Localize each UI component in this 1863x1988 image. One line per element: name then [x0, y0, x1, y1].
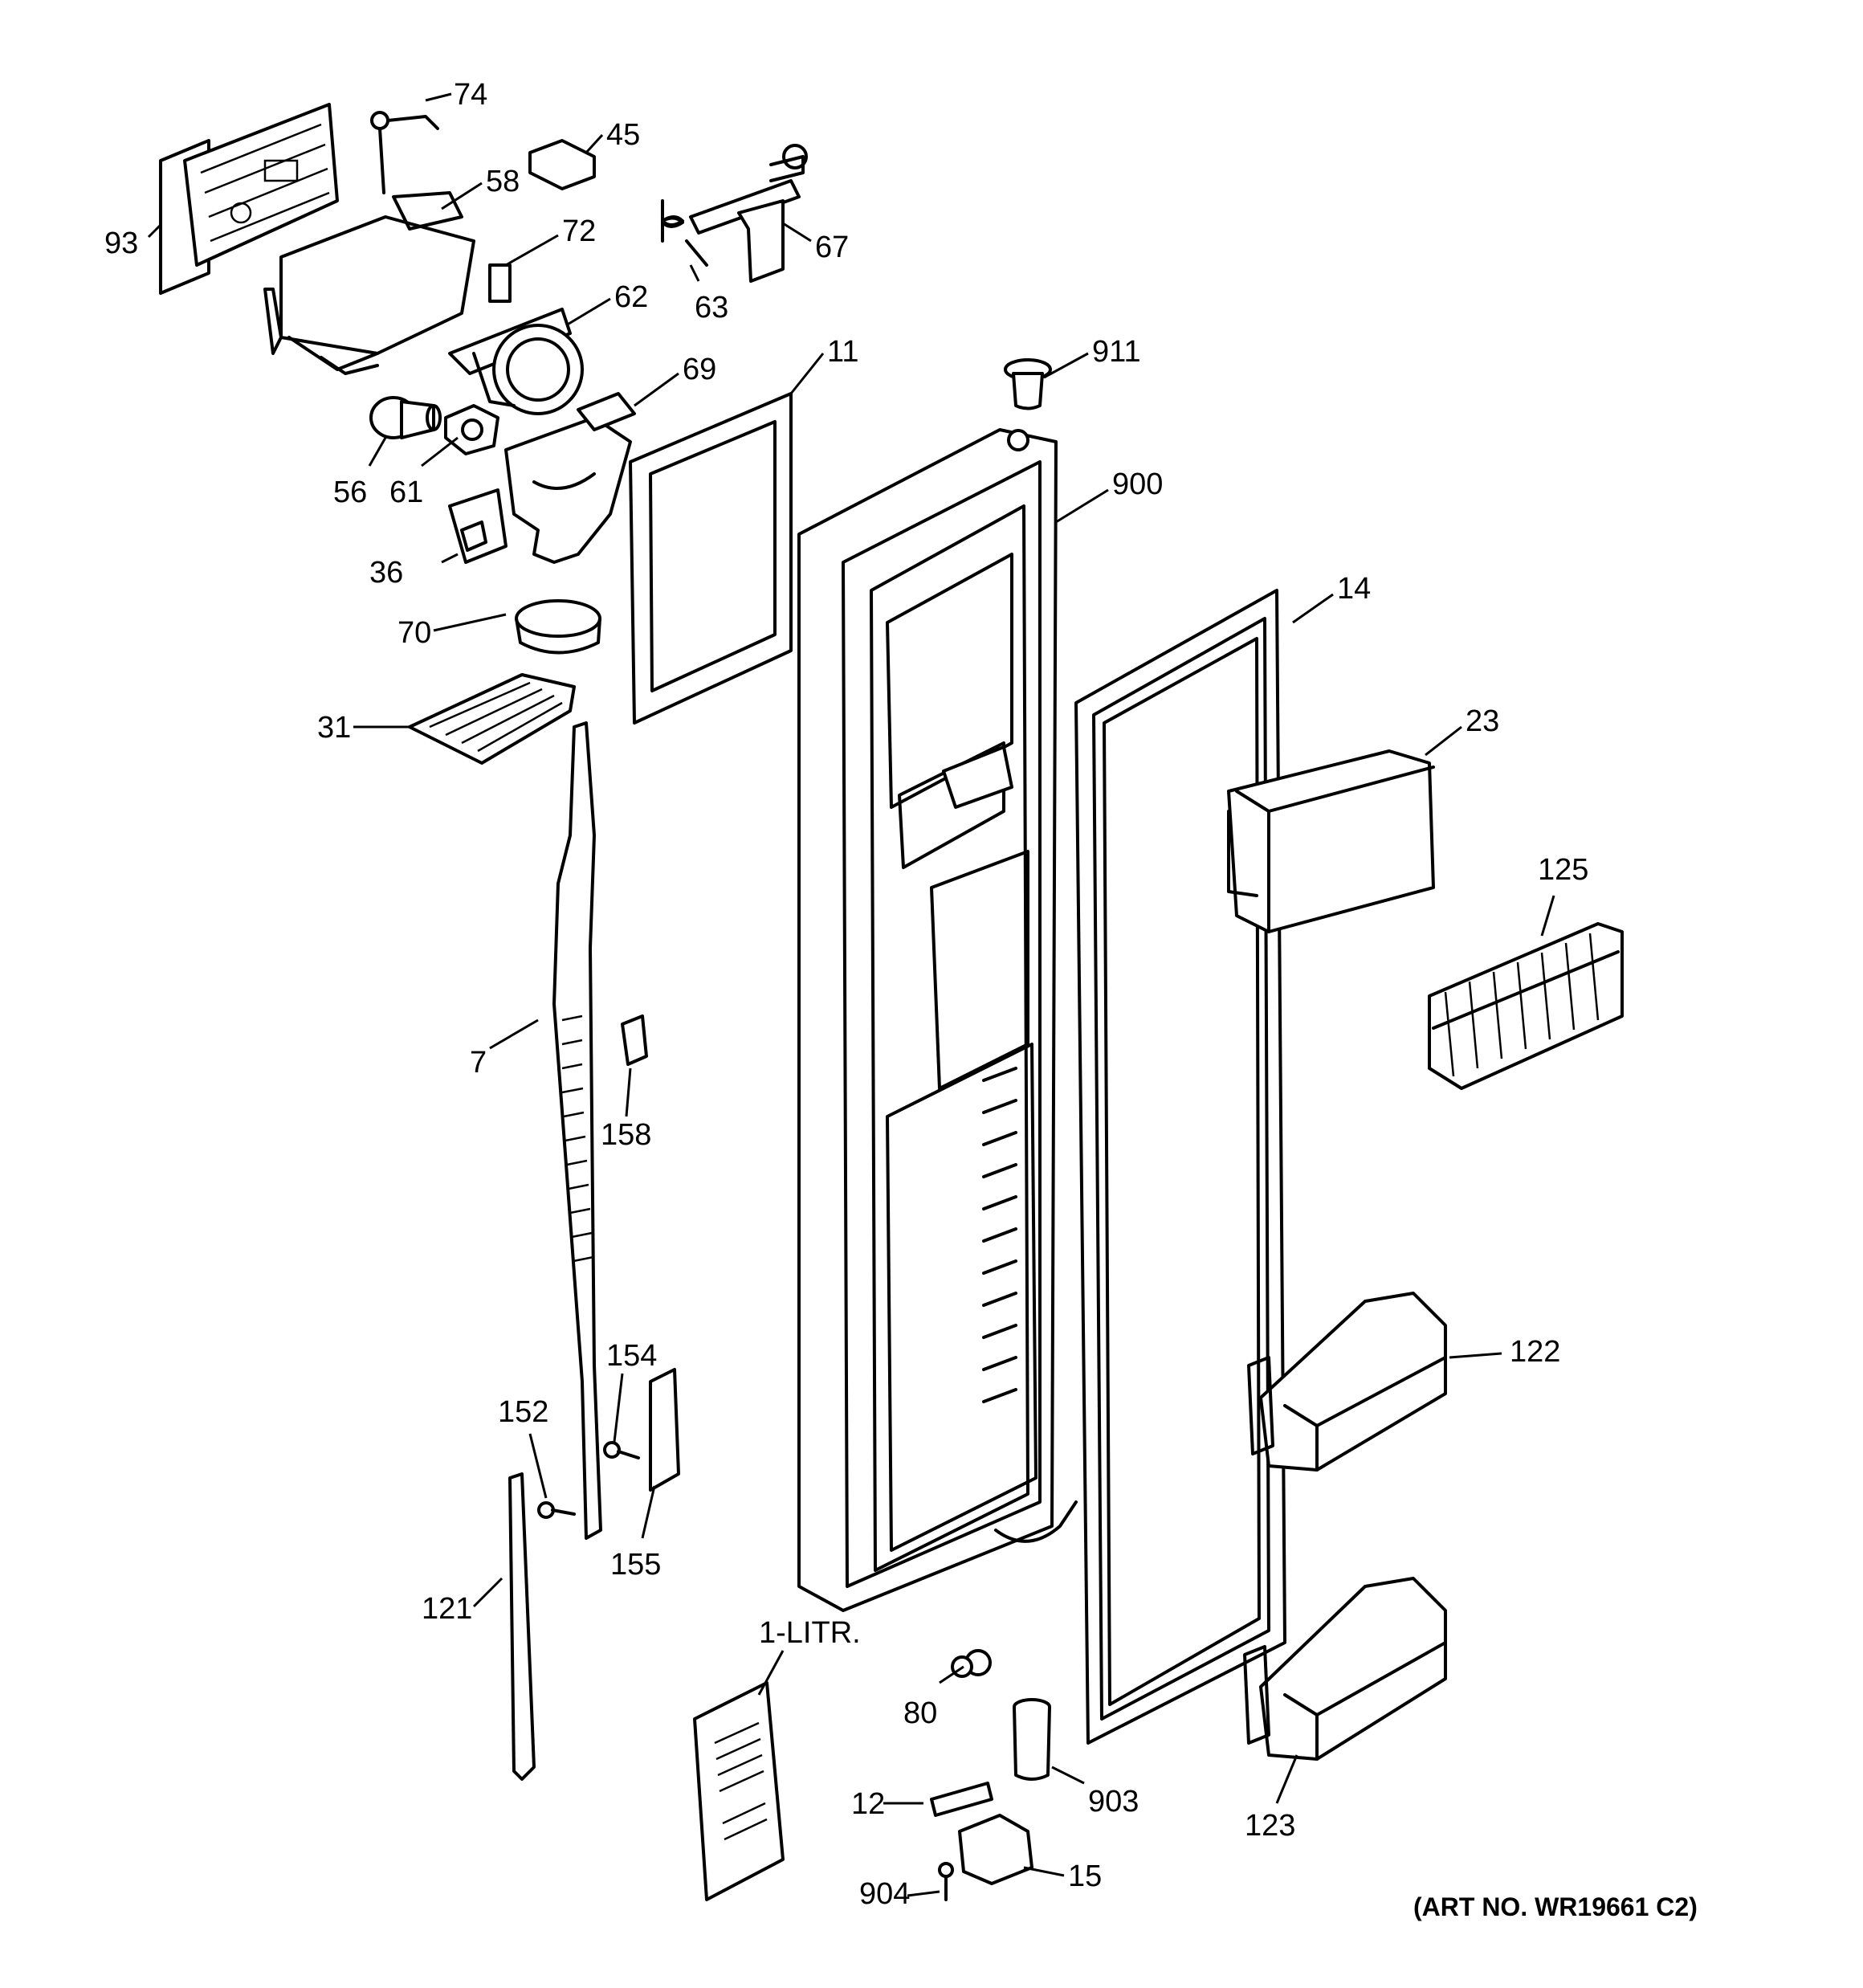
part-7-handle: [552, 721, 602, 1540]
label-152: 152: [498, 1395, 548, 1429]
part-900-freezer-door: [797, 428, 1078, 1612]
label-125: 125: [1538, 853, 1588, 887]
label-45: 45: [606, 118, 640, 152]
part-45-bracket: [528, 139, 596, 190]
label-69: 69: [683, 353, 716, 386]
label-58: 58: [486, 165, 520, 198]
part-36-bracket: [448, 488, 508, 564]
part-69-chute-funnel: [504, 392, 636, 564]
part-63-spring: [661, 199, 708, 267]
part-14-door-gasket: [1074, 589, 1286, 1745]
label-56: 56: [333, 476, 367, 509]
part-61-cam: [444, 404, 499, 455]
part-70-ring: [515, 599, 601, 655]
label-72: 72: [562, 214, 596, 248]
label-31: 31: [317, 711, 351, 745]
part-23-door-bin: [1227, 749, 1435, 933]
part-125-wire-basket: [1428, 922, 1624, 1090]
part-158-clip: [621, 1014, 648, 1066]
label-121: 121: [422, 1592, 472, 1626]
label-62: 62: [614, 280, 648, 314]
label-36: 36: [369, 556, 403, 590]
label-1-litr: 1-LITR.: [759, 1616, 861, 1650]
label-12: 12: [851, 1787, 885, 1821]
label-11: 11: [827, 335, 858, 369]
part-11-dispenser-frame: [629, 392, 793, 725]
label-63: 63: [695, 291, 728, 325]
label-23: 23: [1466, 704, 1499, 738]
label-74: 74: [454, 78, 487, 112]
label-14: 14: [1337, 572, 1371, 606]
art-number: (ART NO. WR19661 C2): [1413, 1892, 1698, 1921]
label-93: 93: [104, 227, 138, 260]
label-155: 155: [610, 1548, 661, 1582]
label-154: 154: [606, 1339, 657, 1373]
part-93-control-board: [159, 103, 339, 295]
part-152-screw: [537, 1501, 576, 1519]
callout-labels: 74 45 58 93 72 67 63 62 11 911 69 56 61 …: [104, 78, 1588, 1911]
part-67-lever: [689, 144, 808, 283]
label-7: 7: [470, 1046, 487, 1080]
part-1-litr-literature: [693, 1681, 785, 1901]
label-903: 903: [1088, 1785, 1139, 1819]
part-12-shim: [930, 1782, 993, 1817]
part-154-screw: [603, 1441, 640, 1459]
label-15: 15: [1068, 1859, 1102, 1893]
part-72-switch: [488, 263, 512, 303]
part-155-hinge-plate: [649, 1368, 680, 1492]
part-911-cap: [1004, 358, 1052, 410]
door-shelf-ribs: [982, 1067, 1017, 1403]
part-62-ring-assembly: [448, 308, 584, 415]
leader-lines: [147, 92, 1555, 1897]
label-911: 911: [1092, 335, 1141, 369]
label-123: 123: [1245, 1809, 1295, 1843]
part-56-cylinder: [369, 396, 442, 439]
label-70: 70: [397, 616, 431, 650]
label-904: 904: [859, 1877, 910, 1911]
label-158: 158: [601, 1118, 651, 1152]
part-80-bushing: [951, 1649, 992, 1678]
label-67: 67: [815, 231, 849, 264]
part-74-spring-wire: [370, 111, 439, 194]
part-31-drip-grille: [408, 673, 576, 765]
label-122: 122: [1510, 1335, 1560, 1369]
part-15-bottom-hinge: [958, 1814, 1033, 1885]
part-904-screw: [938, 1862, 954, 1901]
part-123-door-bin: [1243, 1577, 1447, 1761]
label-61: 61: [389, 476, 423, 509]
part-903-hinge-pin: [1013, 1698, 1051, 1781]
label-900: 900: [1112, 467, 1163, 501]
part-58-dispenser-housing: [263, 191, 475, 375]
part-121-trim-strip: [508, 1472, 536, 1781]
part-122-door-bin: [1247, 1292, 1447, 1472]
label-80: 80: [903, 1696, 937, 1730]
